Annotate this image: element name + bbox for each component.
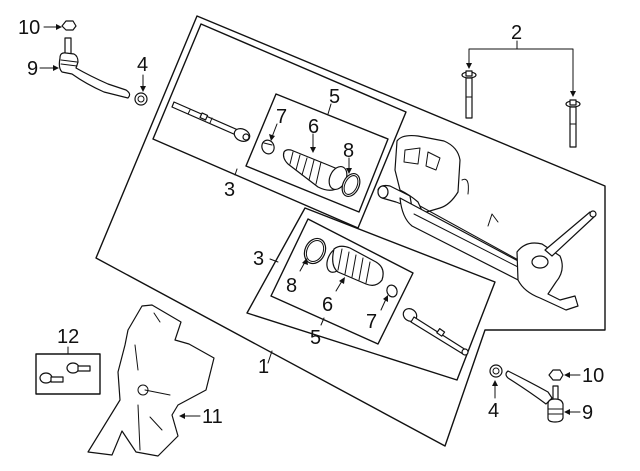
outer-tie-rod-end-left: [58, 37, 131, 99]
steering-rack-housing: [377, 134, 597, 311]
callout-8-bottom[interactable]: 8: [286, 275, 297, 297]
callout-1[interactable]: 1: [258, 356, 269, 378]
leader-lines: [39, 24, 581, 419]
callout-4-right[interactable]: 4: [488, 400, 499, 422]
heat-shield: [87, 304, 215, 457]
small-clamp-lower: [386, 284, 398, 298]
inner-tie-rod-lower: [402, 308, 469, 356]
callout-8-top[interactable]: 8: [343, 140, 354, 162]
callout-5-top[interactable]: 5: [329, 86, 340, 108]
callout-9-right[interactable]: 9: [582, 402, 593, 424]
callout-10-right[interactable]: 10: [582, 365, 604, 387]
callout-7-top[interactable]: 7: [276, 106, 287, 128]
tie-rod-kit-upper-group: [152, 23, 407, 229]
callout-6-top[interactable]: 6: [308, 116, 319, 138]
tie-rod-kit-lower-box: [246, 207, 496, 381]
bellows-boot-upper: [282, 149, 348, 191]
tie-rod-end-nut-right: [548, 369, 564, 381]
small-clamp-upper: [261, 139, 275, 155]
callout-9-left[interactable]: 9: [27, 58, 38, 80]
large-clamp-upper: [341, 173, 361, 197]
mounting-bolt-1: [461, 70, 477, 119]
callout-6-bottom[interactable]: 6: [322, 294, 333, 316]
callout-5-bottom[interactable]: 5: [310, 327, 321, 349]
inner-tie-rod-upper: [171, 101, 251, 142]
callout-12[interactable]: 12: [57, 326, 79, 348]
callout-7-bottom[interactable]: 7: [366, 311, 377, 333]
boot-kit-upper-box: [245, 93, 389, 213]
callout-2[interactable]: 2: [511, 22, 522, 44]
heat-shield-bolt-2: [39, 372, 64, 384]
mounting-bolt-2: [565, 99, 581, 148]
callout-3-bottom[interactable]: 3: [253, 248, 264, 270]
jam-nut-right: [489, 364, 503, 378]
outer-tie-rod-end-right: [505, 370, 564, 423]
tie-rod-end-nut-left: [61, 20, 77, 31]
callout-10-left[interactable]: 10: [18, 17, 40, 39]
assembly-frame: [95, 15, 606, 447]
callout-labels: 10 9 4 2 5 7 6 8 3 3 8 6 7 5 1 12 11 4 1…: [18, 17, 604, 428]
boot-kit-lower-box: [270, 218, 414, 345]
heat-shield-bolt-1: [66, 362, 91, 374]
bellows-boot-lower: [326, 245, 384, 286]
tie-rod-kit-lower-group: [246, 207, 496, 381]
callout-4-left[interactable]: 4: [137, 54, 148, 76]
callout-11[interactable]: 11: [202, 406, 223, 428]
jam-nut-left: [134, 92, 148, 106]
callout-3-top[interactable]: 3: [224, 179, 235, 201]
large-clamp-lower: [303, 237, 327, 265]
